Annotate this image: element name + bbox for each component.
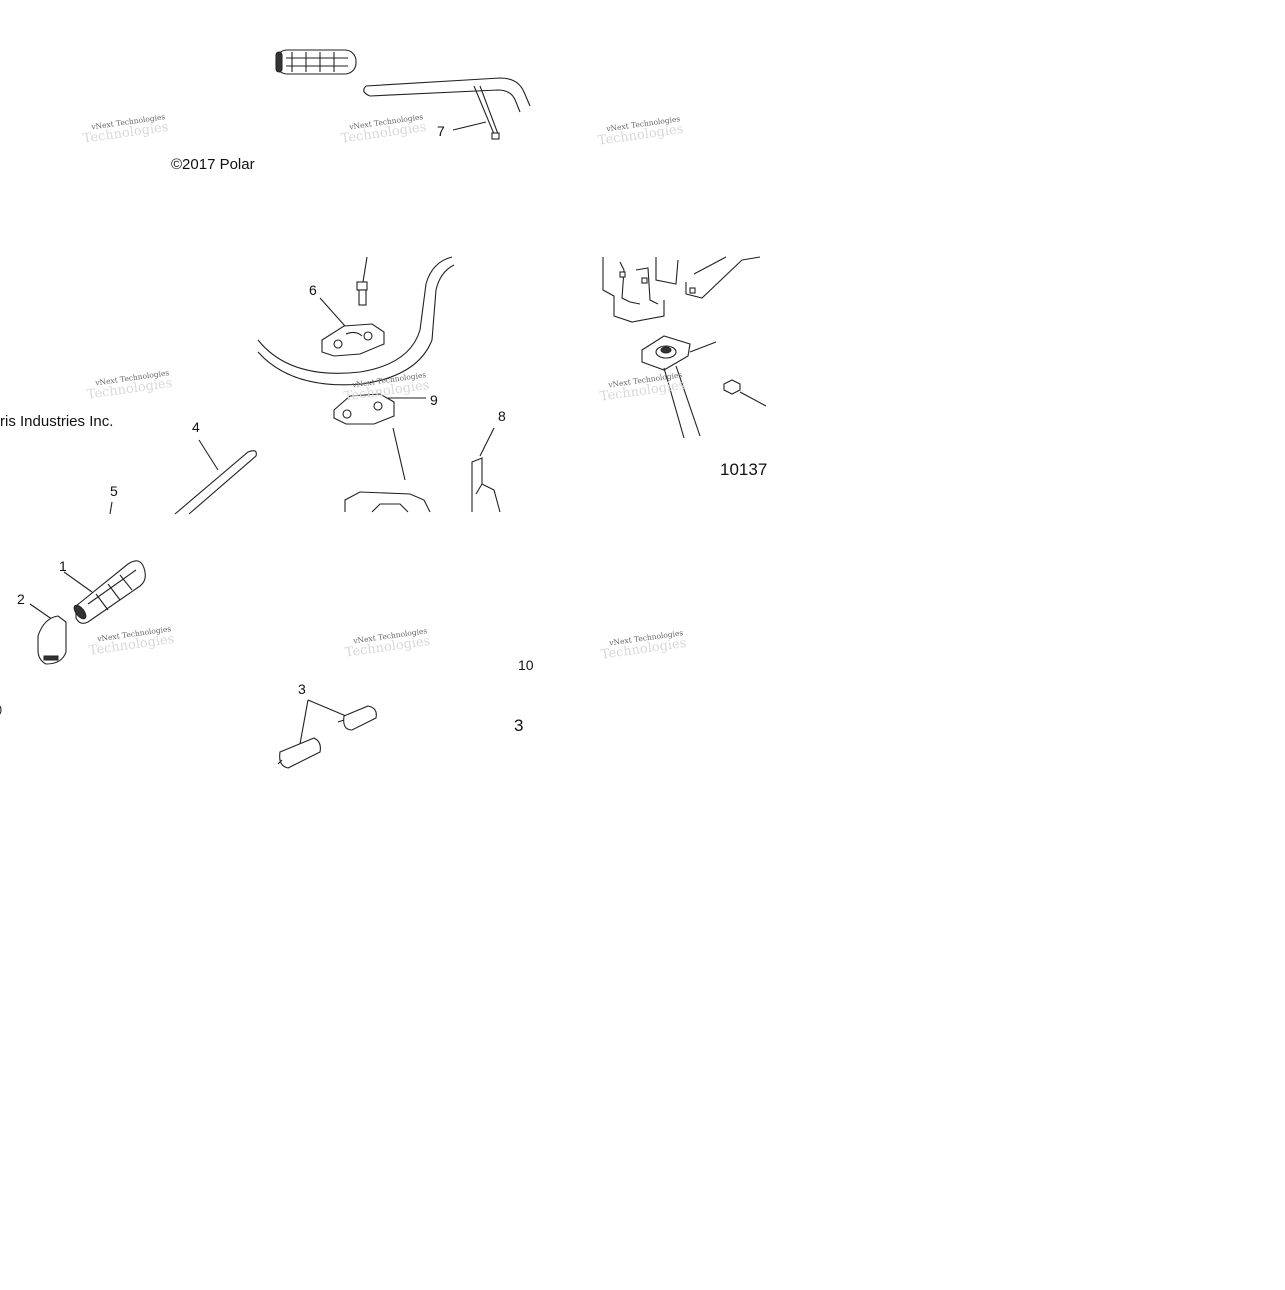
callout-4: 4 xyxy=(192,419,200,435)
callout-7: 7 xyxy=(437,123,445,139)
lower-clamp xyxy=(333,393,426,425)
top-handlebar xyxy=(363,77,531,140)
page-number: 3 xyxy=(514,716,524,735)
lock-nut xyxy=(723,379,767,407)
callout-6: 6 xyxy=(309,282,317,298)
bracket xyxy=(471,427,501,513)
callout-8: 8 xyxy=(498,408,506,424)
callout-1: 1 xyxy=(59,558,67,574)
copyright-line-2: ris Industries Inc. xyxy=(0,413,114,430)
steering-shaft xyxy=(663,365,701,439)
copyright-line-1: ©2017 Polar xyxy=(171,156,255,173)
callout-3: 3 xyxy=(298,681,306,697)
hand-grip xyxy=(63,560,146,624)
callout-9: 9 xyxy=(430,392,438,408)
grip-end-cap xyxy=(29,603,67,665)
mount-base xyxy=(344,427,431,513)
bolt xyxy=(319,256,368,327)
partial-arc xyxy=(0,705,2,715)
top-hand-grip xyxy=(275,49,357,75)
heater-elements xyxy=(277,699,377,769)
handlebar xyxy=(257,256,455,386)
callout-2: 2 xyxy=(17,591,25,607)
upper-clamp xyxy=(321,323,385,357)
steering-frame xyxy=(602,256,761,323)
drawing-number: 10137 xyxy=(720,460,768,479)
callout-5: 5 xyxy=(110,483,118,499)
leader-line xyxy=(109,501,113,515)
straight-handlebar xyxy=(174,439,257,515)
callout-10: 10 xyxy=(518,657,534,673)
bearing-flange xyxy=(641,335,717,371)
